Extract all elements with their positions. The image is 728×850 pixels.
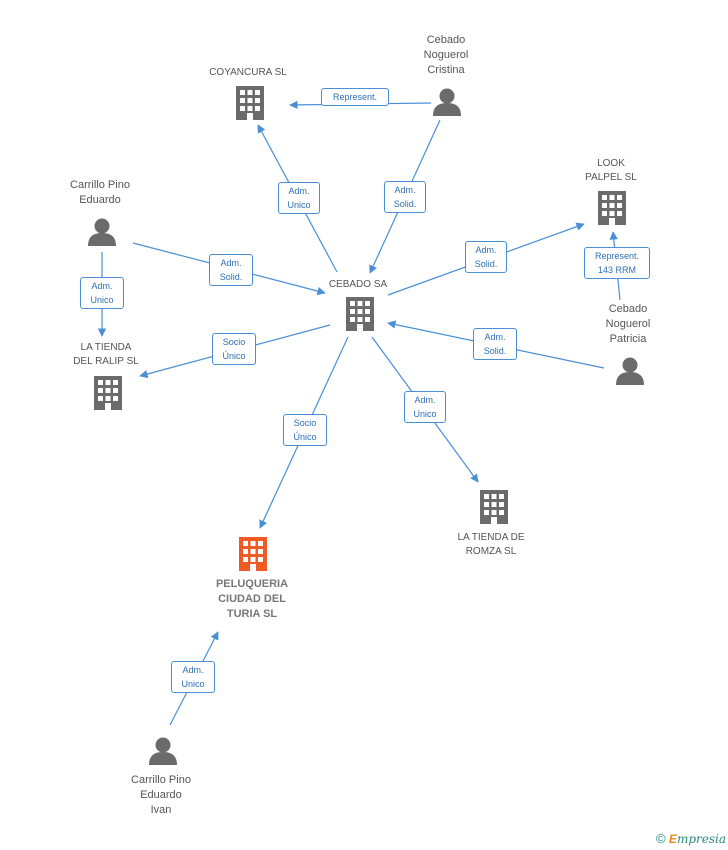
- cebado-sa-building-icon[interactable]: [346, 297, 374, 331]
- node-label-cebado-sa[interactable]: CEBADO SA: [328, 279, 388, 290]
- coyancura-building-icon[interactable]: [236, 86, 264, 120]
- relation-badge-adm-solid-patricia[interactable]: Adm. Solid.: [473, 328, 517, 360]
- relation-badge-adm-unico-coyancura[interactable]: Adm. Unico: [278, 182, 320, 214]
- node-label-carrillo-pino-eduardo[interactable]: Carrillo Pino Eduardo: [70, 179, 130, 206]
- look-palpel-building-icon[interactable]: [598, 191, 626, 225]
- eduardo-person-icon[interactable]: [88, 218, 116, 247]
- edges: [97, 100, 621, 726]
- relation-badge-adm-unico-ivan[interactable]: Adm. Unico: [171, 661, 215, 693]
- relation-badge-adm-solid-cristina[interactable]: Adm. Solid.: [384, 181, 426, 213]
- relation-badge-represent-coyancura[interactable]: Represent.: [321, 88, 389, 106]
- brand-logo-initial: E: [668, 832, 677, 846]
- node-label-peluqueria[interactable]: PELUQUERIA CIUDAD DEL TURIA SL: [215, 578, 289, 620]
- empresia-watermark: © Empresia: [656, 831, 726, 846]
- node-label-coyancura[interactable]: COYANCURA SL: [209, 67, 287, 78]
- la-tienda-romza-building-icon[interactable]: [480, 490, 508, 524]
- node-label-cebado-noguerol-patricia[interactable]: Cebado Noguerol Patricia: [605, 303, 651, 345]
- patricia-person-icon[interactable]: [616, 357, 644, 386]
- la-tienda-ralip-building-icon[interactable]: [94, 376, 122, 410]
- node-label-la-tienda-romza[interactable]: LA TIENDA DE ROMZA SL: [457, 532, 525, 557]
- relation-badge-adm-solid-look[interactable]: Adm. Solid.: [465, 241, 507, 273]
- node-label-cebado-noguerol-cristina[interactable]: Cebado Noguerol Cristina: [423, 34, 469, 76]
- relation-badge-represent-143-rrm[interactable]: Represent. 143 RRM: [584, 247, 650, 279]
- relation-badge-adm-unico-ralip[interactable]: Adm. Unico: [80, 277, 124, 309]
- relation-badge-socio-unico-peluqueria[interactable]: Socio Único: [283, 414, 327, 446]
- copyright-icon: ©: [655, 831, 666, 846]
- ivan-person-icon[interactable]: [149, 737, 177, 766]
- relation-badge-adm-unico-romza[interactable]: Adm. Unico: [404, 391, 446, 423]
- node-label-la-tienda-ralip[interactable]: LA TIENDA DEL RALIP SL: [73, 342, 139, 367]
- relation-badge-adm-solid-eduardo[interactable]: Adm. Solid.: [209, 254, 253, 286]
- brand-logo-text: mpresia: [676, 832, 726, 846]
- peluqueria-building-icon[interactable]: [239, 537, 267, 571]
- relation-badge-socio-unico-ralip[interactable]: Socio Único: [212, 333, 256, 365]
- node-label-look-palpel[interactable]: LOOK PALPEL SL: [585, 158, 637, 183]
- node-label-carrillo-pino-eduardo-ivan[interactable]: Carrillo Pino Eduardo Ivan: [131, 774, 191, 816]
- cristina-person-icon[interactable]: [433, 88, 461, 117]
